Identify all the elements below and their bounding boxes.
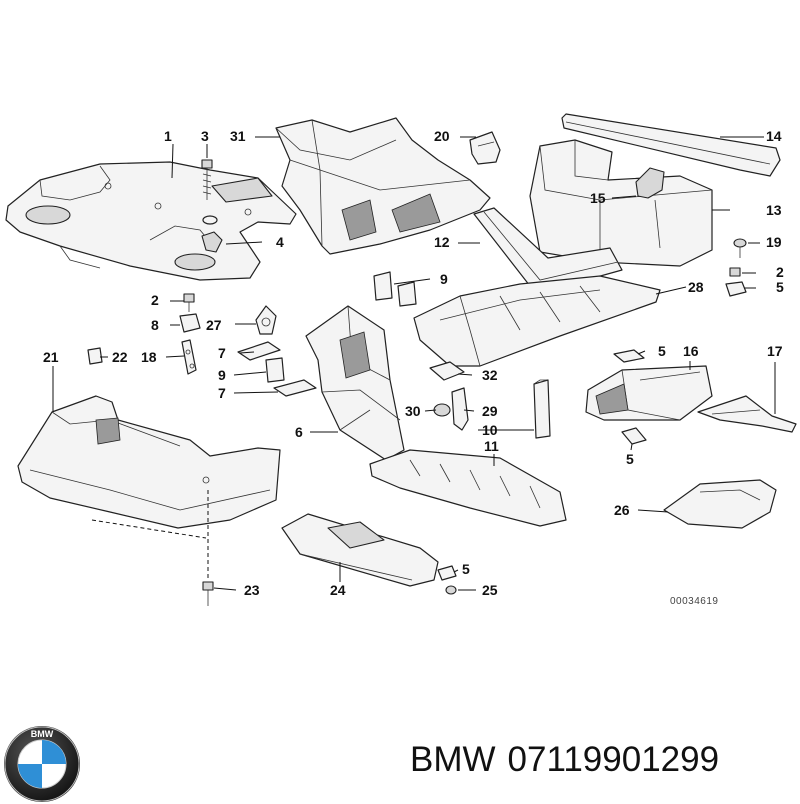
part-5-25-fasteners-lower [437, 565, 457, 595]
part-29-bracket [451, 387, 469, 431]
svg-text:BMW: BMW [31, 729, 54, 739]
callout-8: 8 [151, 317, 159, 333]
callout-26: 26 [614, 502, 630, 518]
callout-24: 24 [330, 582, 346, 598]
part-26-cover [663, 479, 777, 529]
part-9-clips-upper [373, 271, 417, 307]
callout-12: 12 [434, 234, 450, 250]
part-24-lid [281, 513, 439, 587]
callout-16: 16 [683, 343, 699, 359]
part-30-grommet [433, 403, 451, 417]
part-number: 07119901299 [507, 740, 720, 779]
bmw-roundel-logo: BMW [4, 726, 80, 802]
callout-30: 30 [405, 403, 421, 419]
callout-18: 18 [141, 349, 157, 365]
callout-10: 10 [482, 422, 498, 438]
callout-31: 31 [230, 128, 246, 144]
drawing-number: 00034619 [670, 596, 719, 607]
part-23-screw [202, 581, 214, 606]
callout-5-bottom: 5 [462, 561, 470, 577]
part-20-bracket [469, 131, 501, 165]
part-22-clip [87, 347, 103, 365]
callout-6: 6 [295, 424, 303, 440]
part-13-box-duct [529, 139, 713, 267]
callout-28: 28 [688, 279, 704, 295]
part-10-post [533, 379, 551, 439]
callout-23: 23 [244, 582, 260, 598]
part-3-screw [201, 159, 218, 225]
callout-5-upper-right: 5 [776, 279, 784, 295]
part-8-nut [179, 313, 201, 333]
part-16-duct [585, 365, 713, 421]
callout-3: 3 [201, 128, 209, 144]
part-2-screw-left [183, 293, 195, 312]
callout-2-upper-right: 2 [776, 264, 784, 280]
callout-5-mid: 5 [658, 343, 666, 359]
callout-25: 25 [482, 582, 498, 598]
callout-9-mid: 9 [218, 367, 226, 383]
part-31-heat-shield [275, 117, 491, 255]
part-18-link [181, 339, 197, 375]
callout-2-left: 2 [151, 292, 159, 308]
part-32-strip [429, 361, 465, 381]
part-15-bracket [635, 167, 665, 199]
part-caption: BMW 07119901299 [410, 740, 731, 780]
callout-11: 11 [484, 438, 499, 454]
part-1-underbody-shield [5, 161, 297, 281]
part-14-bar [561, 113, 781, 177]
brand-name: BMW [410, 740, 496, 779]
callout-20: 20 [434, 128, 450, 144]
callout-17: 17 [767, 343, 783, 359]
part-19-bolt [733, 238, 747, 258]
callout-29: 29 [482, 403, 498, 419]
part-17-deflector [697, 395, 797, 433]
leader-lines [52, 136, 776, 591]
part-4-clip [201, 231, 223, 253]
part-2-5-fasteners-upper [725, 267, 747, 297]
part-7-9-clips-mid [237, 341, 317, 397]
callout-14: 14 [766, 128, 782, 144]
callout-labels: 1 3 31 20 14 15 13 4 12 19 2 5 9 28 2 8 … [43, 128, 784, 598]
part-27-grommet [255, 305, 277, 335]
part-6-support [305, 305, 405, 461]
callout-7-upper: 7 [218, 345, 226, 361]
callout-21: 21 [43, 349, 59, 365]
part-5-clip-mid [613, 349, 647, 445]
callout-1: 1 [164, 128, 172, 144]
callout-32: 32 [482, 367, 498, 383]
callout-22: 22 [112, 349, 128, 365]
callout-9-upper: 9 [440, 271, 448, 287]
callout-19: 19 [766, 234, 782, 250]
callout-13: 13 [766, 202, 782, 218]
part-21-front-tray [17, 395, 281, 529]
callout-5-lower-mid: 5 [626, 451, 634, 467]
callout-27: 27 [206, 317, 222, 333]
callout-4: 4 [276, 234, 284, 250]
part-28-floor-tray [413, 275, 661, 367]
part-11-lower-shield [369, 449, 567, 527]
callout-15: 15 [590, 190, 606, 206]
callout-7-lower: 7 [218, 385, 226, 401]
